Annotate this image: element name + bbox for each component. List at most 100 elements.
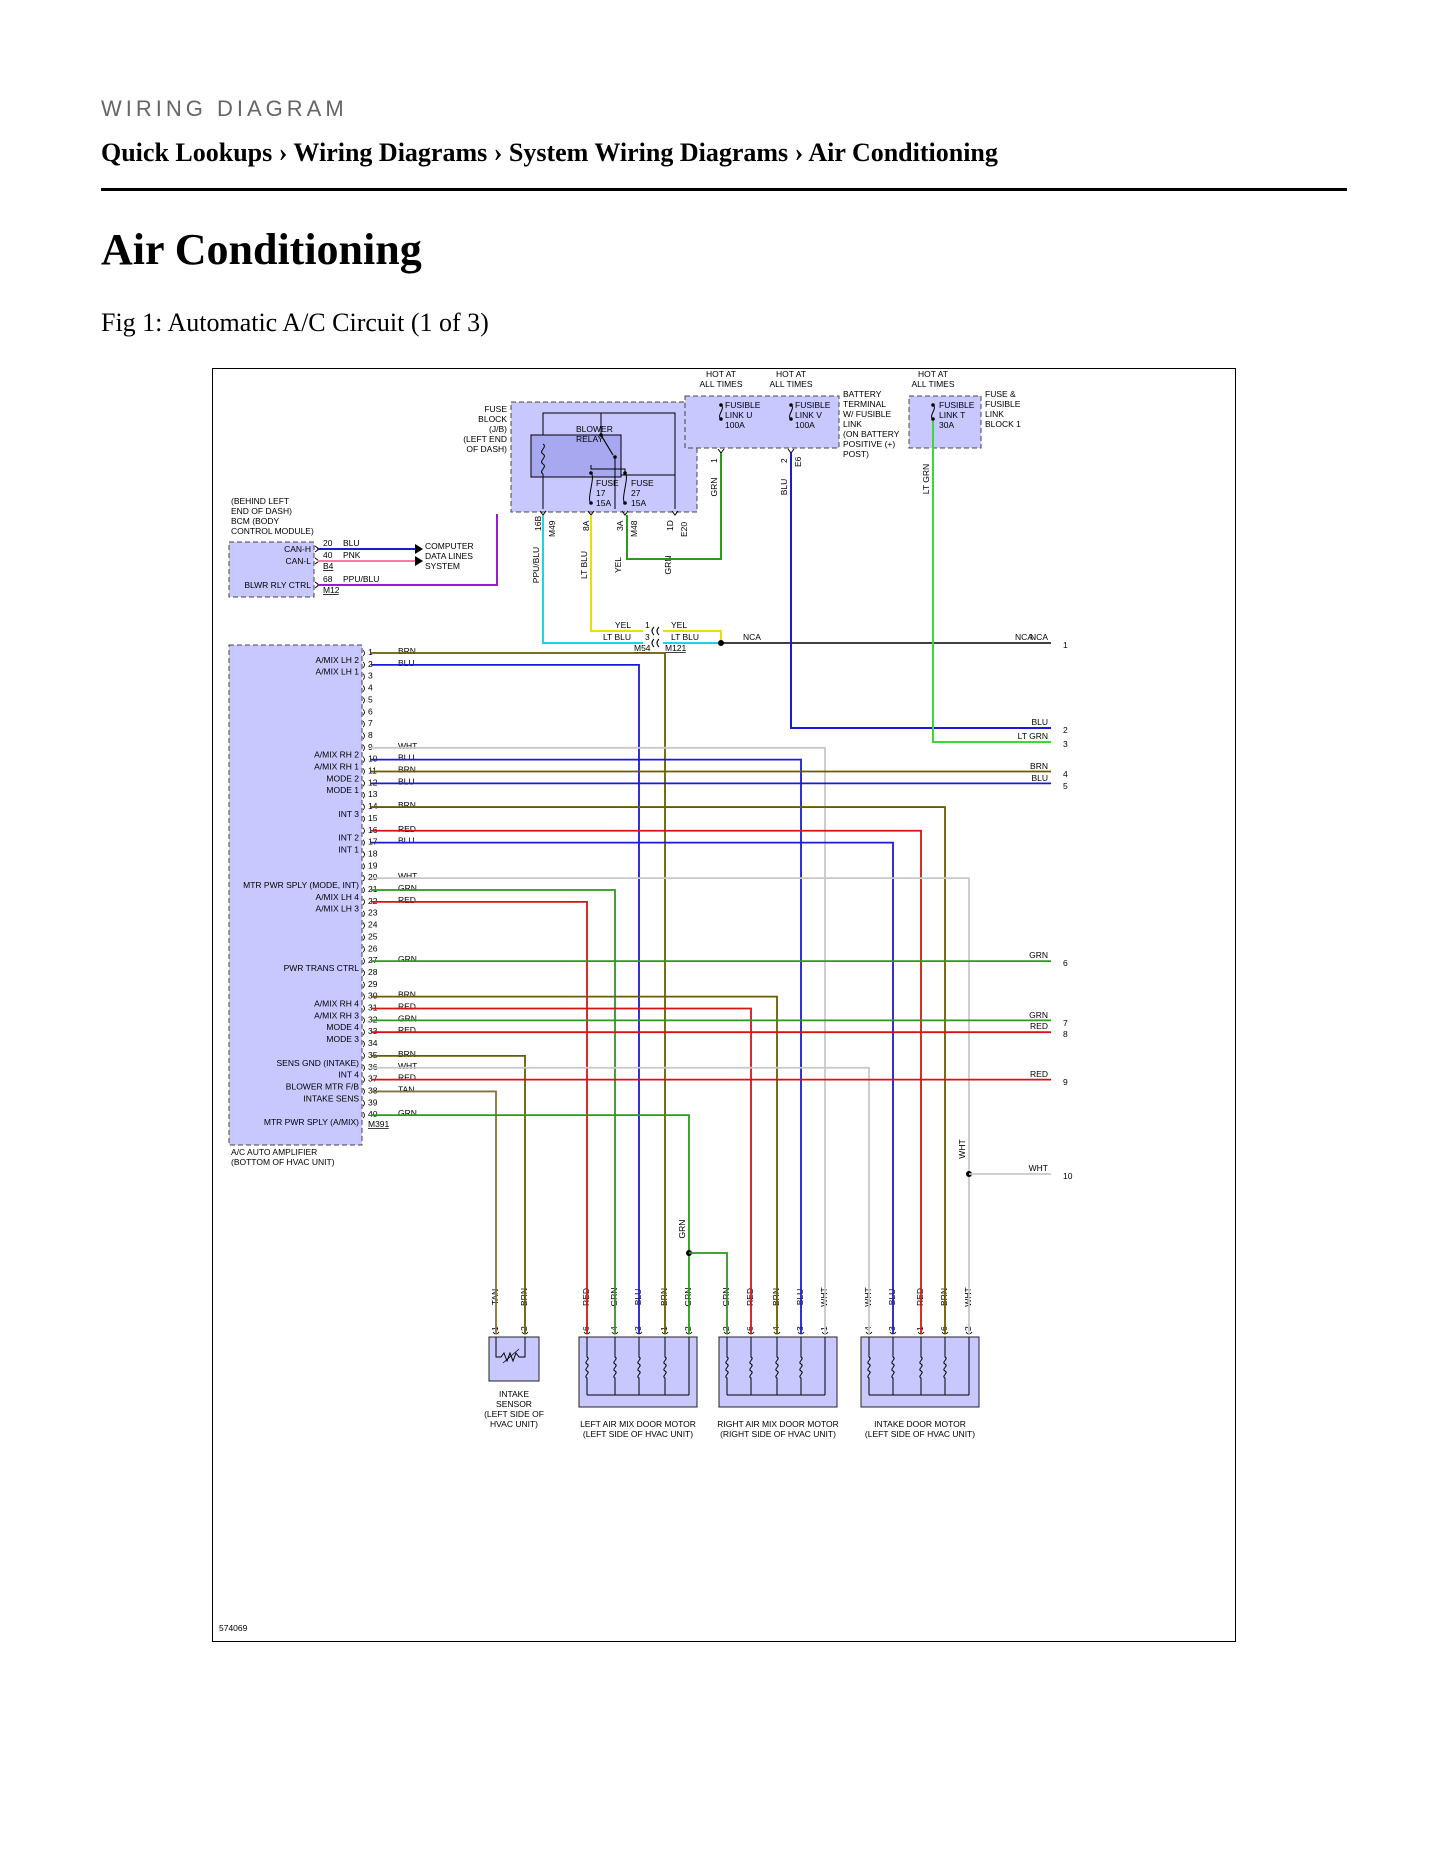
amplifier-pin-chevron — [362, 910, 365, 917]
bcm-connector: M12 — [323, 585, 340, 595]
component-pin-number: 3 — [887, 1326, 897, 1331]
bcm-wire-label: PNK — [343, 550, 361, 560]
page-title: Air Conditioning — [101, 225, 422, 274]
fusible-block-label: LINK — [985, 409, 1004, 419]
right-output-wire-label: GRN — [1029, 950, 1048, 960]
right-output-number: 9 — [1063, 1077, 1068, 1087]
wire-lt-blu — [542, 515, 643, 644]
hot-at-all-times-label: ALL TIMES — [770, 379, 813, 389]
amplifier-pin-number: 1 — [368, 647, 373, 657]
amplifier-pin-chevron — [362, 673, 365, 680]
hot-at-all-times-label: HOT AT — [706, 369, 736, 379]
motor-label: RIGHT AIR MIX DOOR MOTOR — [717, 1419, 839, 1429]
component-wire-label: RED — [745, 1288, 755, 1306]
right-output-wire-label: LT GRN — [1018, 731, 1048, 741]
connector-chevron — [656, 638, 660, 648]
amplifier-pin-name: MTR PWR SPLY (MODE, INT) — [243, 880, 359, 890]
fusible-link-t-label: LINK T — [939, 410, 965, 420]
vertical-wire-label: GRN — [677, 1220, 687, 1239]
amplifier-pin-number: 7 — [368, 718, 373, 728]
right-output-number: 5 — [1063, 781, 1068, 791]
intake-sensor-label: INTAKE — [499, 1389, 529, 1399]
wire-grn-battery — [626, 453, 722, 560]
amplifier-pin-name: MODE 1 — [326, 785, 359, 795]
component-pin-number: 4 — [863, 1326, 873, 1331]
amplifier-wire-label: WHT — [398, 741, 417, 751]
bcm-label: CONTROL MODULE) — [231, 526, 314, 536]
mid-connector-pin: 3 — [645, 632, 650, 642]
amplifier-pin-chevron — [362, 1005, 365, 1012]
amplifier-pin-number: 17 — [368, 837, 378, 847]
component-wire-label: BRN — [771, 1288, 781, 1306]
amplifier-pin-number: 10 — [368, 754, 378, 764]
amplifier-wire-pin-1 — [371, 652, 666, 1334]
motor-winding — [725, 1337, 729, 1395]
amplifier-pin-number: 28 — [368, 967, 378, 977]
wire-yel-2 — [663, 630, 722, 643]
fuse-terminal — [719, 417, 723, 421]
amplifier-pin-name: A/MIX RH 2 — [314, 750, 359, 760]
bcm-pin-name: CAN-L — [285, 556, 311, 566]
component-pin-number: 1 — [819, 1326, 829, 1331]
amplifier-connector: M391 — [368, 1119, 390, 1129]
amplifier-pin-name: INT 2 — [338, 833, 359, 843]
amplifier-pin-chevron — [362, 874, 365, 882]
right-output-number: 7 — [1063, 1018, 1068, 1028]
component-pin-number: 6 — [745, 1326, 755, 1331]
component-pin-number: 1 — [490, 1326, 500, 1331]
amplifier-pin-chevron — [362, 791, 365, 799]
amplifier-wire-label: GRN — [398, 883, 417, 893]
amplifier-pin-number: 32 — [368, 1014, 378, 1024]
amplifier-pin-chevron — [362, 732, 365, 740]
battery-terminal-label: BATTERY — [843, 389, 882, 399]
battery-terminal-box — [684, 395, 840, 449]
amplifier-pin-name: A/MIX RH 4 — [314, 999, 359, 1009]
amplifier-wire-label: TAN — [398, 1084, 414, 1094]
breadcrumb[interactable]: Quick Lookups › Wiring Diagrams › System… — [101, 138, 998, 167]
bcm-pin-number: 40 — [323, 550, 333, 560]
component-wire-label: GRN — [609, 1288, 619, 1307]
fusible-link-t-label: FUSIBLE — [939, 400, 975, 410]
fusible-block-label: FUSE & — [985, 389, 1016, 399]
amplifier-wire-pin-38 — [371, 1090, 497, 1334]
right-output-number: 8 — [1063, 1029, 1068, 1039]
component-pin-number: 2 — [721, 1326, 731, 1331]
amplifier-pin-chevron — [362, 756, 365, 763]
vertical-wire-label: WHT — [957, 1139, 967, 1158]
bcm-label: END OF DASH) — [231, 506, 292, 516]
component-pin-number: 4 — [609, 1326, 619, 1331]
amplifier-wire-label: GRN — [398, 1108, 417, 1118]
amplifier-pin-chevron — [362, 661, 365, 669]
amplifier-pin-name: BLOWER MTR F/B — [286, 1081, 360, 1091]
bcm-wire-label: BLU — [343, 538, 360, 548]
amplifier-wire-label: BLU — [398, 753, 415, 763]
mid-connector-wire: LT BLU — [671, 632, 699, 642]
motor-winding — [663, 1337, 667, 1395]
right-output-wire-label: BRN — [1030, 761, 1048, 771]
amplifier-wire-label: WHT — [398, 1061, 417, 1071]
amplifier-pin-name: INTAKE SENS — [303, 1093, 359, 1103]
bcm-pin-number: 68 — [323, 574, 333, 584]
page-kicker: WIRING DIAGRAM — [101, 96, 348, 121]
amplifier-pin-number: 30 — [368, 991, 378, 1001]
fuse-block-label: (J/B) — [489, 424, 507, 434]
amplifier-pin-chevron — [362, 744, 365, 752]
fuse-terminal — [789, 417, 793, 421]
connector-chevron — [787, 448, 795, 454]
relay-switch — [600, 434, 614, 456]
amplifier-pin-number: 34 — [368, 1038, 378, 1048]
amplifier-pin-number: 31 — [368, 1003, 378, 1013]
motor-winding — [613, 1337, 617, 1395]
amplifier-pin-number: 13 — [368, 789, 378, 799]
battery-terminal-label: (ON BATTERY — [843, 429, 900, 439]
amplifier-wire-pin-17 — [371, 841, 894, 1334]
amplifier-pin-number: 40 — [368, 1109, 378, 1119]
component-wire-label: GRN — [721, 1288, 731, 1307]
battery-connector: E6 — [793, 456, 803, 467]
amplifier-pin-number: 12 — [368, 777, 378, 787]
component-pin-number: 6 — [939, 1326, 949, 1331]
component-wire-label: WHT — [963, 1287, 973, 1306]
amplifier-pin-name: A/MIX LH 2 — [316, 655, 360, 665]
amplifier-pin-chevron — [362, 993, 365, 1000]
bcm-box — [228, 541, 315, 598]
